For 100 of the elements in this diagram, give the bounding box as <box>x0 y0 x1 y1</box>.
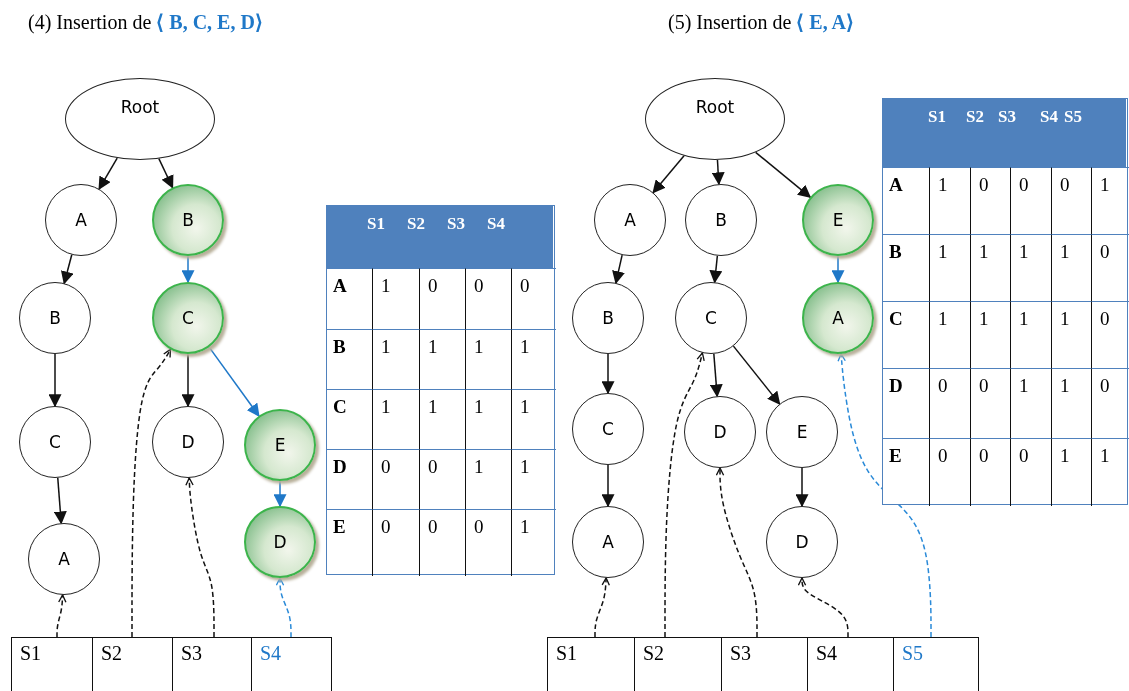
dashed-arrow <box>664 352 705 638</box>
table-cell: 1 <box>511 329 556 389</box>
arrow <box>709 255 723 284</box>
table-cell: 0 <box>372 449 419 509</box>
table-cell: 0 <box>372 509 419 576</box>
node-label: A <box>602 532 614 552</box>
arrow <box>601 353 615 395</box>
arrow <box>601 464 615 508</box>
table-cell: 0 <box>465 509 511 576</box>
arrow <box>711 159 725 186</box>
dashed-arrow <box>56 594 67 638</box>
dashed-arrow <box>275 577 292 638</box>
dashed-arrow <box>594 577 611 638</box>
node-label: S2 <box>643 642 665 665</box>
row-header: E <box>327 509 372 576</box>
column-header: S4 <box>1040 107 1058 127</box>
dashed-arrow <box>837 353 932 638</box>
table-cell: 1 <box>419 389 465 449</box>
row-header: D <box>327 449 372 509</box>
node-label: C <box>182 308 194 328</box>
table-cell: 0 <box>1091 368 1129 438</box>
table-cell: 1 <box>465 389 511 449</box>
table-cell: 0 <box>465 268 511 329</box>
node-label: C <box>49 432 61 452</box>
table-cell: 0 <box>929 438 970 506</box>
node-label: S1 <box>556 642 578 665</box>
node-label: C <box>705 308 717 328</box>
node-label: S5 <box>902 642 924 665</box>
table-cell: 1 <box>1010 234 1051 301</box>
table-cell: 1 <box>1051 368 1091 438</box>
node-label: S4 <box>816 642 838 665</box>
node-label: A <box>624 210 636 230</box>
table-cell: 1 <box>970 234 1010 301</box>
row-header: B <box>883 234 929 301</box>
table-cell: 0 <box>970 167 1010 234</box>
tree-node <box>152 184 224 256</box>
node-label: Root <box>120 97 160 117</box>
column-header: S2 <box>407 214 425 234</box>
table-cell: 1 <box>1051 438 1091 506</box>
arrow <box>208 346 260 417</box>
node-label: C <box>602 419 614 439</box>
node-label: B <box>49 308 61 328</box>
dashed-arrow <box>715 467 758 638</box>
table-cell: 1 <box>1051 301 1091 368</box>
node-label: B <box>182 210 194 230</box>
row-header: D <box>883 368 929 438</box>
table-cell: 1 <box>1010 301 1051 368</box>
table-cell: 1 <box>929 167 970 234</box>
arrow <box>732 345 781 405</box>
arrow <box>60 254 74 285</box>
table-cell: 1 <box>465 329 511 389</box>
arrow <box>612 254 625 285</box>
table-cell: 0 <box>1010 167 1051 234</box>
table-cell: 1 <box>929 234 970 301</box>
sequence-cell <box>893 637 979 691</box>
node-label: S1 <box>20 642 42 665</box>
table-cell: 1 <box>1091 438 1129 506</box>
arrow <box>48 353 62 408</box>
node-label: E <box>796 422 808 442</box>
sequence-cell <box>547 637 635 691</box>
table-cell: 1 <box>511 389 556 449</box>
node-label: D <box>181 432 195 452</box>
node-label: D <box>713 422 727 442</box>
node-label: S4 <box>260 642 282 665</box>
table-cell: 0 <box>511 268 556 329</box>
table-cell: 0 <box>970 368 1010 438</box>
table-cell: 1 <box>929 301 970 368</box>
column-header: S1 <box>928 107 946 127</box>
node-label: S3 <box>181 642 203 665</box>
row-header: E <box>883 438 929 506</box>
table-cell: 0 <box>1051 167 1091 234</box>
sequence-cell <box>251 637 332 691</box>
row-header: C <box>883 301 929 368</box>
column-header: S1 <box>367 214 385 234</box>
arrow <box>709 353 723 398</box>
node-label: B <box>602 308 614 328</box>
dashed-arrow <box>185 477 215 638</box>
column-header: S4 <box>487 214 505 234</box>
column-header: S2 <box>966 107 984 127</box>
table-cell: 0 <box>929 368 970 438</box>
table-cell: 0 <box>1091 301 1129 368</box>
arrow <box>181 353 195 408</box>
row-header: B <box>327 329 372 389</box>
table-cell: 1 <box>465 449 511 509</box>
arrow <box>181 255 195 284</box>
panel-heading: (4) Insertion de ⟨ B, C, E, D⟩ <box>28 10 263 34</box>
node-label: B <box>715 210 727 230</box>
node-label: E <box>832 210 844 230</box>
sequence-cell <box>11 637 93 691</box>
column-header: S3 <box>998 107 1016 127</box>
dashed-arrow <box>131 348 172 638</box>
row-header: A <box>883 167 929 234</box>
arrow <box>53 477 67 525</box>
table-cell: 0 <box>419 509 465 576</box>
row-header: C <box>327 389 372 449</box>
node-label: A <box>832 308 844 328</box>
node-label: E <box>274 435 286 455</box>
table-cell: 0 <box>970 438 1010 506</box>
table-cell: 0 <box>1091 234 1129 301</box>
arrow <box>795 467 809 508</box>
